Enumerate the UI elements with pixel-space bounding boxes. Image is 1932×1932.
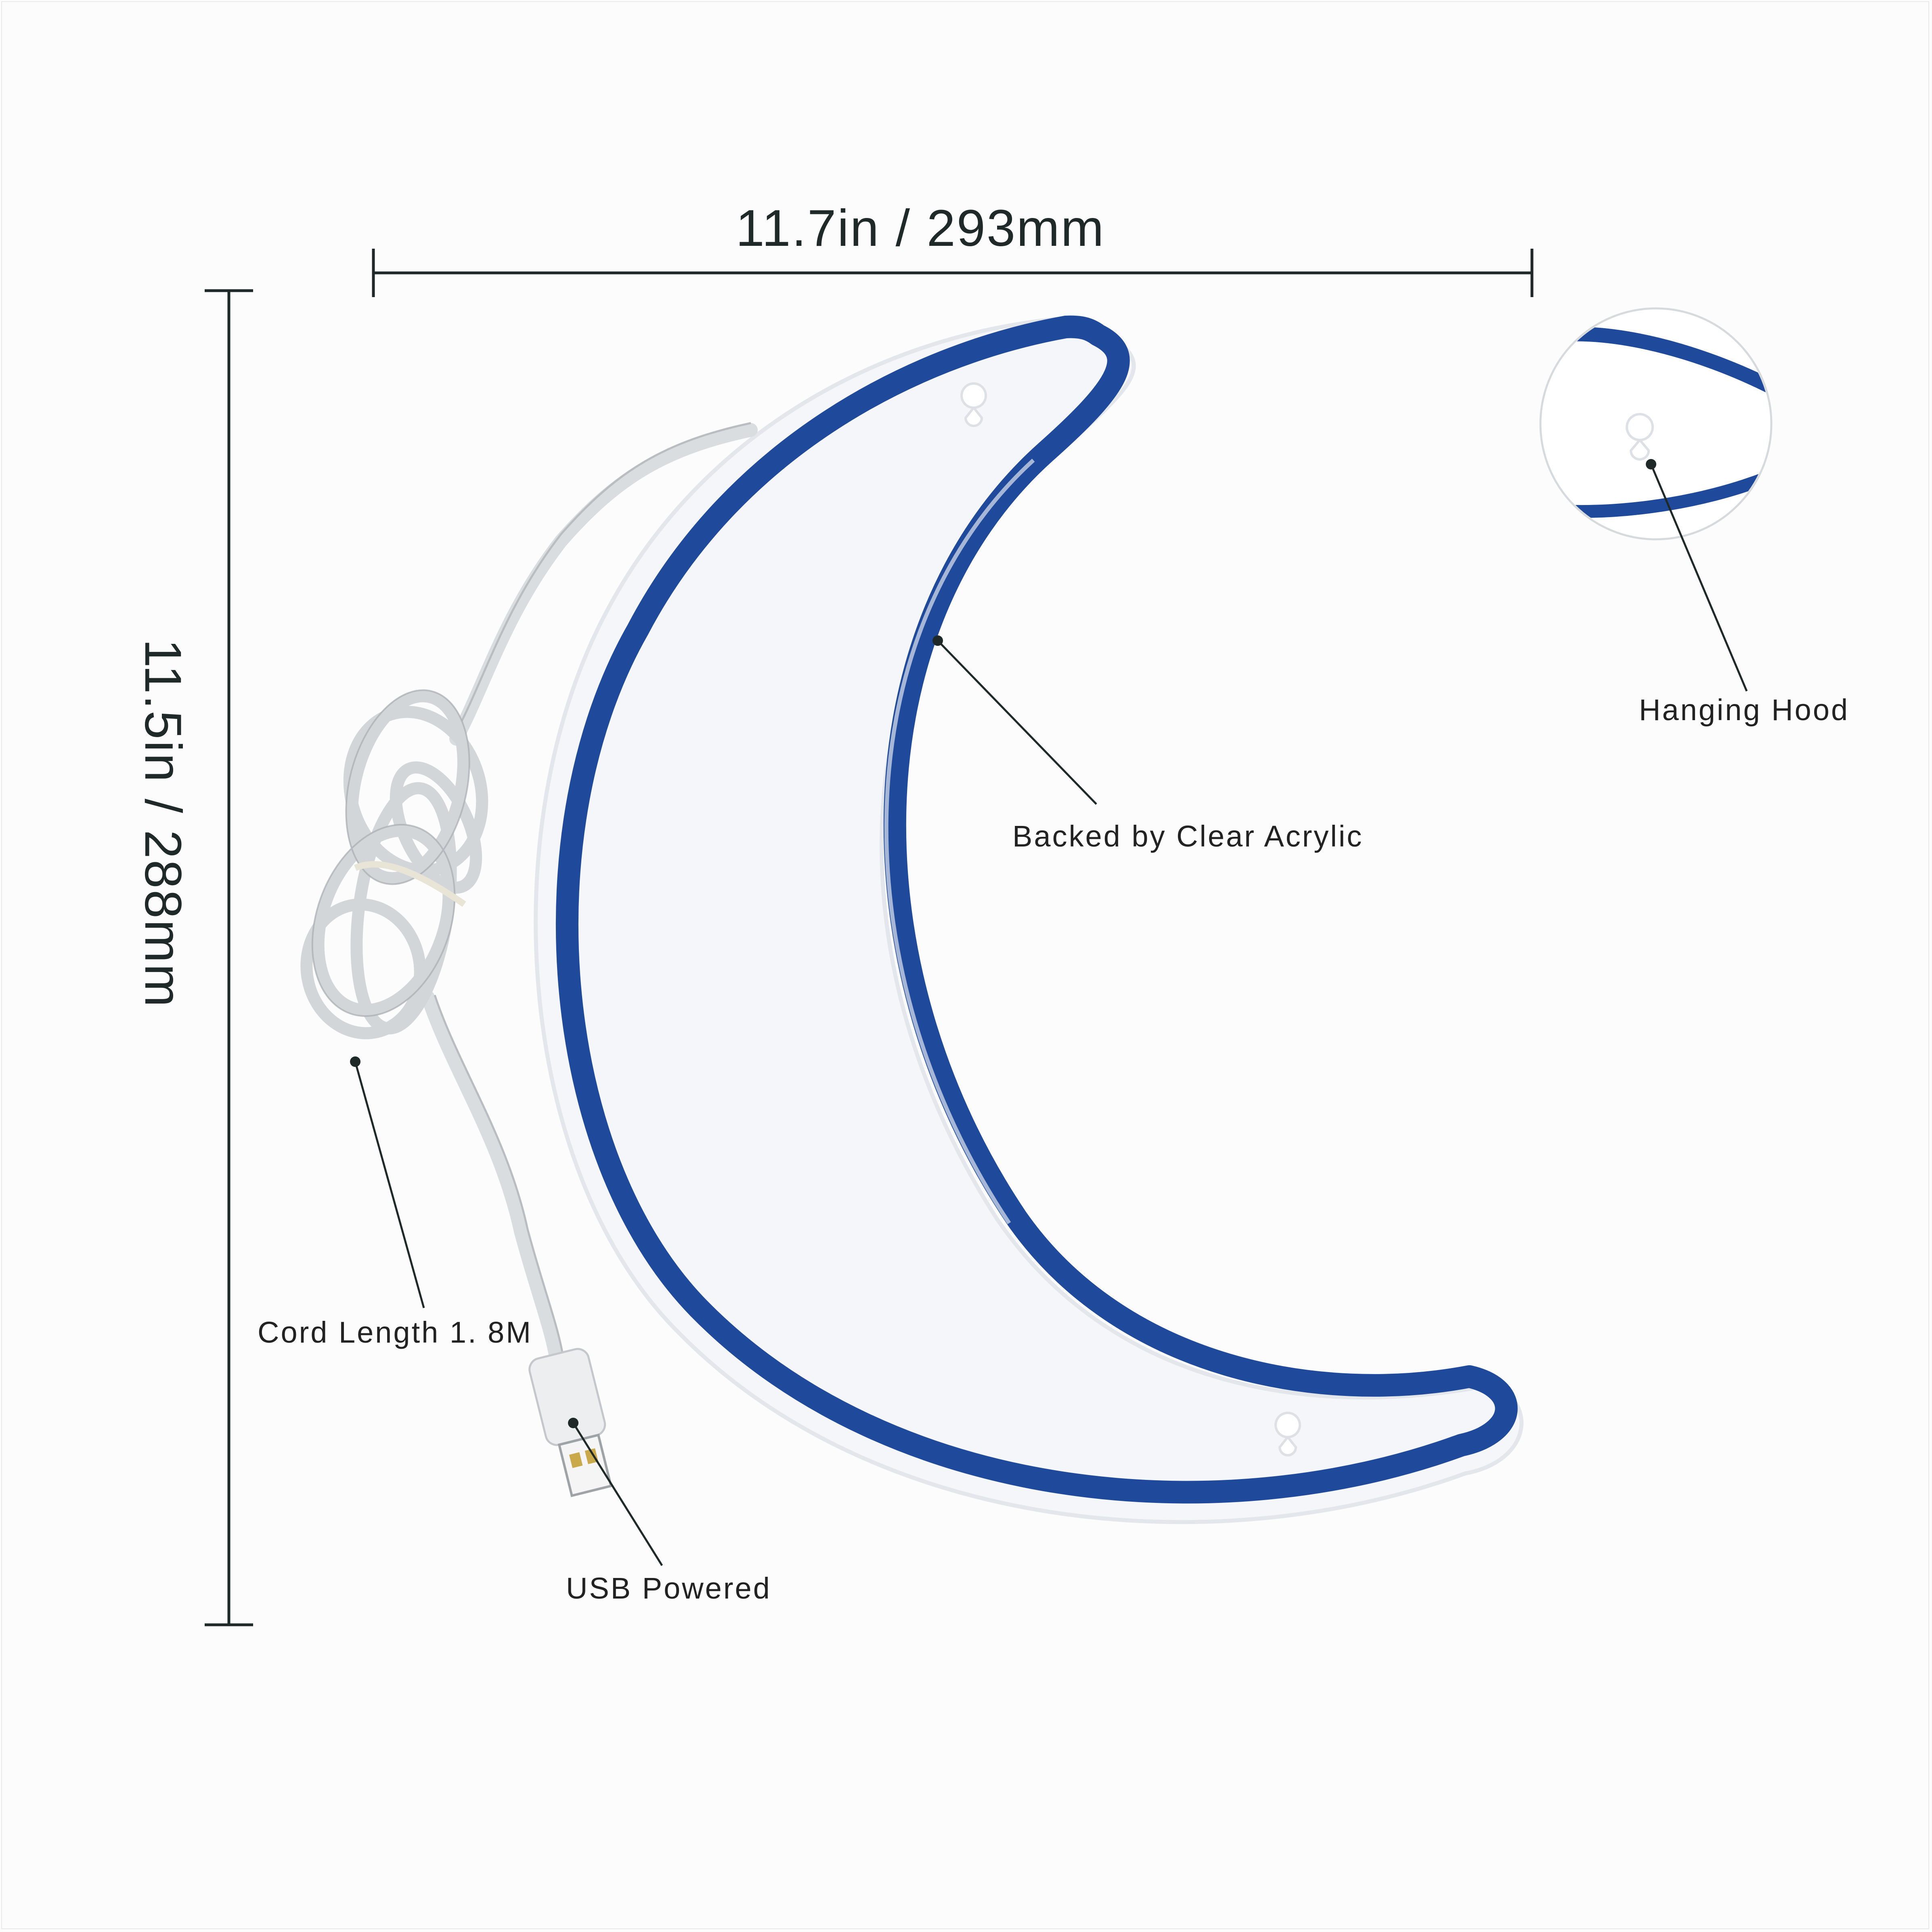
acrylic-callout-label: Backed by Clear Acrylic: [1012, 819, 1364, 853]
width-dimension-line: [372, 249, 1534, 297]
hanging-hood-inset: [1539, 307, 1773, 541]
width-dimension-label: 11.7in / 293mm: [736, 199, 1105, 257]
coiled-cord: [300, 690, 488, 1039]
cable-edge: [434, 422, 751, 1363]
usb-powered-callout-label: USB Powered: [566, 1572, 771, 1605]
acrylic-backing: [534, 316, 1524, 1524]
neon-inner-highlight: [884, 459, 1035, 1224]
height-dimension-label: 11.5in / 288mm: [134, 639, 192, 1008]
usb-plug: [528, 1348, 613, 1497]
cord-length-callout-label: Cord Length 1. 8M: [258, 1316, 532, 1349]
height-dimension-line: [205, 289, 253, 1626]
callout-dots: [350, 459, 1656, 1428]
hanging-hole-icon: [960, 382, 1301, 1456]
inset-hole-icon: [1626, 413, 1654, 461]
coil-shadow: [311, 689, 470, 1017]
hanging-hood-callout-label: Hanging Hood: [1639, 693, 1850, 727]
callout-leaders: [354, 464, 1748, 1566]
neon-crescent-moon: [556, 315, 1518, 1504]
usb-cable: [421, 423, 758, 1371]
cable-tie: [354, 861, 466, 907]
